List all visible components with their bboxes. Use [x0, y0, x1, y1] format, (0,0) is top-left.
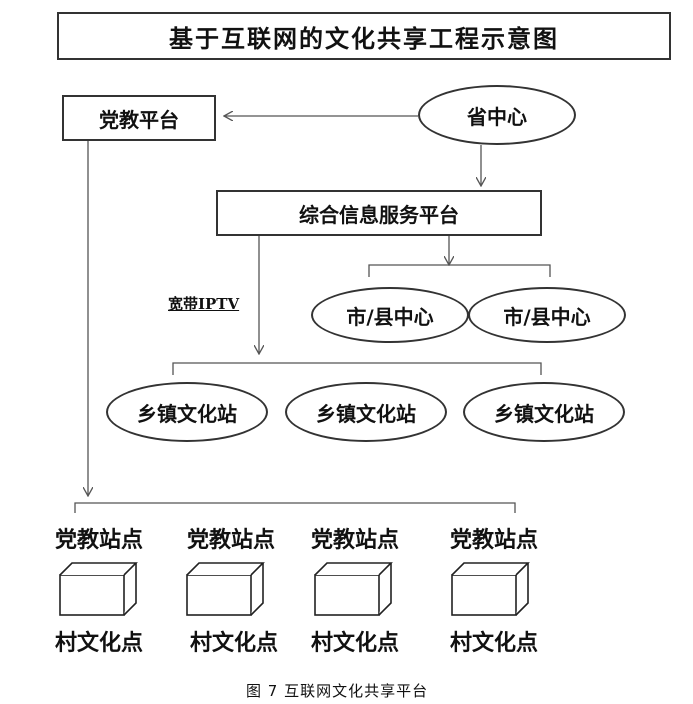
- township-station-node-1: 乡镇文化站: [106, 382, 268, 442]
- info-service-platform-label: 综合信息服务平台: [299, 202, 459, 227]
- party-station-label-2: 党教站点: [187, 527, 276, 553]
- party-station-label-3: 党教站点: [311, 527, 400, 553]
- diagram-title: 基于互联网的文化共享工程示意图: [169, 23, 559, 53]
- city-county-label: 市/县中心: [503, 304, 591, 329]
- party-platform-label: 党教平台: [99, 107, 179, 132]
- cube-4: [451, 562, 530, 616]
- title-box: 基于互联网的文化共享工程示意图: [57, 12, 671, 60]
- city-county-label: 市/县中心: [346, 304, 434, 329]
- cube-3: [314, 562, 393, 616]
- cube-2: [186, 562, 265, 616]
- village-point-label-2: 村文化点: [190, 630, 279, 656]
- village-point-label-4: 村文化点: [450, 630, 539, 656]
- iptv-label: 宽带IPTV: [168, 295, 240, 313]
- party-station-label-4: 党教站点: [450, 527, 539, 553]
- township-station-node-3: 乡镇文化站: [463, 382, 625, 442]
- township-station-label: 乡镇文化站: [494, 401, 594, 426]
- cube-1: [59, 562, 138, 616]
- township-station-node-2: 乡镇文化站: [285, 382, 447, 442]
- province-center-node: 省中心: [418, 85, 576, 145]
- info-service-platform-box: 综合信息服务平台: [216, 190, 542, 236]
- village-point-label-3: 村文化点: [311, 630, 400, 656]
- village-point-label-1: 村文化点: [55, 630, 144, 656]
- party-platform-box: 党教平台: [62, 95, 216, 141]
- bracket-city: [368, 264, 551, 277]
- bracket-stations: [74, 502, 516, 513]
- city-county-node-2: 市/县中心: [468, 287, 626, 343]
- township-station-label: 乡镇文化站: [316, 401, 416, 426]
- party-station-label-1: 党教站点: [55, 527, 144, 553]
- bracket-township: [172, 362, 542, 375]
- city-county-node-1: 市/县中心: [311, 287, 469, 343]
- province-center-label: 省中心: [467, 104, 527, 129]
- township-station-label: 乡镇文化站: [137, 401, 237, 426]
- figure-caption: 图 7 互联网文化共享平台: [246, 682, 429, 700]
